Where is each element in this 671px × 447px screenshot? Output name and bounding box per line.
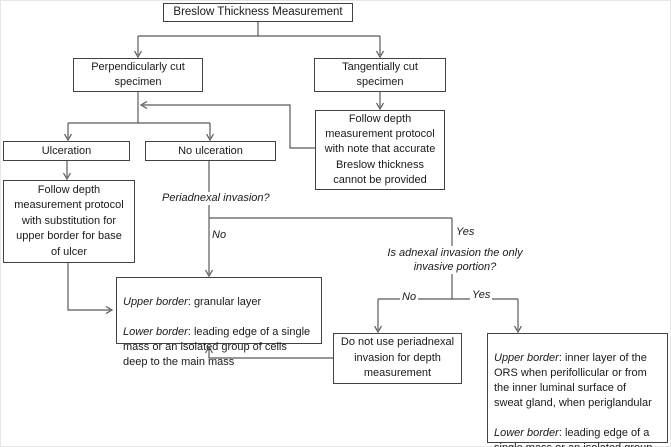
node-breslow-thickness-title: Breslow Thickness Measurement: [163, 3, 353, 22]
arrow-to-no-ulceration: [205, 133, 215, 142]
standard-lower-border-line: Lower border: leading edge of a single m…: [123, 325, 317, 370]
adnexal-upper-border-definition: : inner layer of the ORS when perifollic…: [494, 352, 652, 409]
connector-tangential-to-note: [375, 92, 385, 111]
arrow-to-ulceration: [63, 133, 73, 142]
node-title-label: Breslow Thickness Measurement: [173, 6, 343, 18]
adnexal-upper-border-term: Upper border: [494, 352, 559, 364]
node-do-not-use-periadnexal: Do not use periadnexal invasion for dept…: [333, 333, 462, 384]
arrow-to-tangential: [375, 50, 385, 59]
connector-adnexal-branch: [373, 298, 523, 334]
node-standard-borders: Upper border: granular layer Lower borde…: [116, 277, 322, 368]
node-tangentially-cut-label: Tangentially cut specimen: [342, 61, 418, 88]
arrow-to-standard-borders-top: [204, 269, 214, 278]
standard-lower-border-definition: : leading edge of a single mass or an is…: [123, 326, 311, 368]
node-no-ulceration: No ulceration: [145, 141, 276, 161]
node-tangential-protocol: Follow depth measurement protocol with n…: [315, 110, 445, 190]
arrow-to-adnexal-borders: [513, 325, 523, 334]
connector-perpendicular-split: [63, 92, 215, 142]
standard-upper-border-line: Upper border: granular layer: [123, 295, 317, 310]
node-perpendicularly-cut: Perpendicularly cut specimen: [73, 58, 203, 92]
standard-lower-border-term: Lower border: [123, 326, 188, 338]
connector-title-split: [133, 22, 385, 59]
arrow-to-note-protocol: [375, 102, 385, 111]
branch-label-yes-adnexal-only: Yes: [470, 289, 493, 302]
arrow-to-ulcer-protocol: [62, 172, 72, 181]
adnexal-lower-border-line: Lower border: leading edge of a single m…: [494, 426, 663, 447]
connector-ulcerprotocol-to-standard: [67, 263, 114, 315]
node-ulceration: Ulceration: [3, 141, 130, 161]
node-tangential-protocol-label: Follow depth measurement protocol with n…: [324, 112, 436, 186]
connector-note-feedback: [139, 100, 315, 149]
node-adnexal-borders: Upper border: inner layer of the ORS whe…: [487, 333, 668, 447]
node-no-ulceration-label: No ulceration: [178, 144, 243, 157]
branch-label-yes-periadnexal: Yes: [454, 226, 477, 239]
arrow-feedback-left: [139, 100, 148, 110]
arrow-to-perpendicular: [133, 50, 143, 59]
standard-upper-border-term: Upper border: [123, 296, 188, 308]
node-ulcer-protocol-label: Follow depth measurement protocol with s…: [14, 183, 124, 258]
node-ulcer-protocol: Follow depth measurement protocol with s…: [3, 180, 135, 263]
connector-donotuse-to-standard: [204, 345, 333, 359]
decision-label-periadnexal-invasion: Periadnexal invasion?: [160, 192, 272, 205]
arrow-to-do-not-use: [373, 325, 383, 334]
node-ulceration-label: Ulceration: [41, 144, 92, 157]
node-tangentially-cut: Tangentially cut specimen: [314, 58, 446, 92]
connector-ulceration-to-protocol: [62, 161, 72, 181]
adnexal-lower-border-term: Lower border: [494, 427, 559, 439]
node-do-not-use-label: Do not use periadnexal invasion for dept…: [340, 336, 455, 380]
node-perpendicularly-cut-label: Perpendicularly cut specimen: [91, 61, 185, 88]
standard-upper-border-definition: : granular layer: [187, 296, 262, 308]
adnexal-upper-border-line: Upper border: inner layer of the ORS whe…: [494, 351, 663, 411]
arrow-to-standard-borders-bottom: [204, 345, 214, 354]
adnexal-lower-border-definition: : leading edge of a single mass or an is…: [494, 427, 652, 447]
arrow-to-standard-borders-left: [105, 305, 114, 315]
branch-label-no-adnexal-only: No: [400, 291, 419, 304]
branch-label-no-periadnexal: No: [210, 229, 229, 242]
decision-label-adnexal-only: Is adnexal invasion the only invasive po…: [377, 246, 533, 274]
